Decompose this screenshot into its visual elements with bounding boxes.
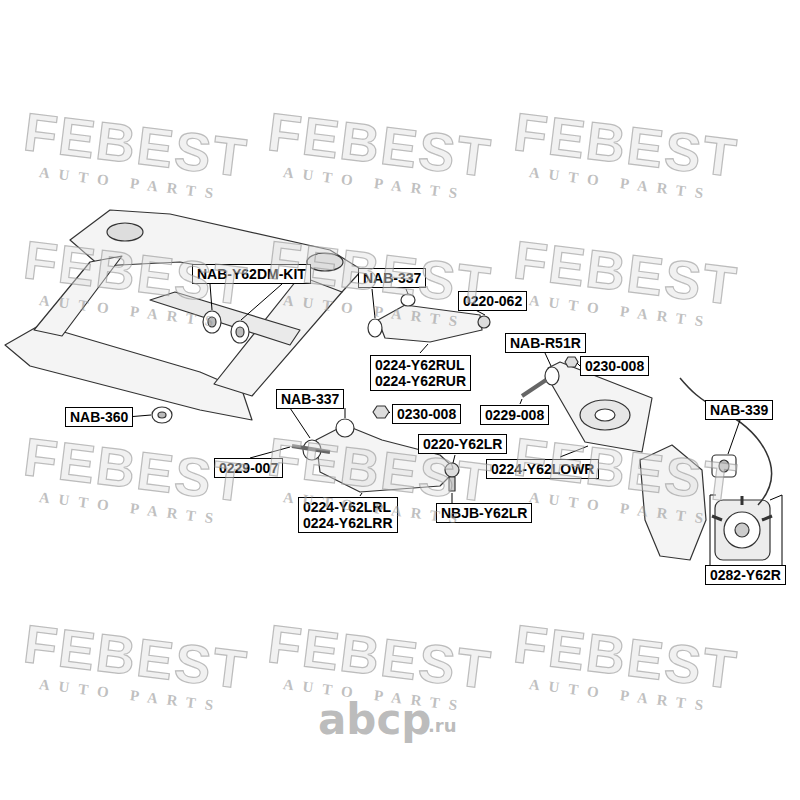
- part-number: 0224-Y62LOWR: [491, 461, 594, 477]
- watermark-subtitle: AUTO PARTS: [528, 292, 713, 331]
- part-number-box: NAB-339: [705, 400, 773, 420]
- part-number: 0224-Y62LRR: [303, 515, 393, 531]
- part-number-box: 0224-Y62LOWR: [486, 459, 599, 479]
- part-number-box: 0229-008: [480, 405, 549, 425]
- watermark-subtitle: AUTO PARTS: [282, 292, 467, 331]
- watermark-subtitle: AUTO PARTS: [38, 292, 223, 331]
- part-number-box: 0230-008: [580, 356, 649, 376]
- part-number-box: 0220-062: [458, 291, 527, 311]
- part-number-box: 0282-Y62R: [705, 565, 786, 585]
- part-number-box: 0230-008: [392, 404, 461, 424]
- watermark-logo: FEBEST: [20, 612, 251, 701]
- part-number-box: 0220-Y62LR: [418, 434, 507, 454]
- part-number: NAB-339: [710, 402, 768, 418]
- part-number: NAB-Y62DM-KIT: [197, 266, 306, 282]
- watermark-subtitle: AUTO PARTS: [528, 676, 713, 715]
- part-number-box: 0224-Y62RUL0224-Y62RUR: [370, 355, 471, 391]
- part-number: 0224-Y62RUR: [375, 373, 466, 389]
- part-number-box: 0224-Y62LRL0224-Y62LRR: [298, 497, 398, 533]
- part-number: 0224-Y62LRL: [303, 499, 393, 515]
- watermark-subtitle: AUTO PARTS: [282, 676, 467, 715]
- part-number: 0282-Y62R: [710, 567, 781, 583]
- watermark-logo: FEBEST: [510, 612, 741, 701]
- part-number-box: 0229-007: [214, 458, 283, 478]
- part-number: NAB-337: [363, 270, 421, 286]
- watermark-subtitle: AUTO PARTS: [528, 489, 713, 528]
- part-number-box: NBJB-Y62LR: [436, 503, 532, 523]
- part-number-box: NAB-360: [65, 407, 133, 427]
- part-number: NAB-337: [281, 391, 339, 407]
- watermark-logo: FEBEST: [264, 612, 495, 701]
- watermark-subtitle: AUTO PARTS: [38, 676, 223, 715]
- watermark-subtitle: AUTO PARTS: [528, 164, 713, 203]
- part-number-box: NAB-337: [276, 389, 344, 409]
- part-number: 0224-Y62RUL: [375, 357, 466, 373]
- part-number-box: NAB-Y62DM-KIT: [192, 264, 311, 284]
- watermark-subtitle: AUTO PARTS: [282, 164, 467, 203]
- watermark-logo: FEBEST: [510, 228, 741, 317]
- part-number: 0220-Y62LR: [423, 436, 502, 452]
- watermark-site: .ru: [428, 715, 457, 736]
- part-number: NAB-R51R: [510, 335, 581, 351]
- watermark-logo: FEBEST: [20, 100, 251, 189]
- part-number: NAB-360: [70, 409, 128, 425]
- watermark-logo: FEBEST: [264, 100, 495, 189]
- part-number: 0230-008: [397, 406, 456, 422]
- part-number: NBJB-Y62LR: [441, 505, 527, 521]
- part-number: 0220-062: [463, 293, 522, 309]
- part-number: 0229-008: [485, 407, 544, 423]
- watermark-subtitle: AUTO PARTS: [38, 489, 223, 528]
- watermark-subtitle: AUTO PARTS: [38, 164, 223, 203]
- watermark-logo: FEBEST: [510, 100, 741, 189]
- part-number: 0230-008: [585, 358, 644, 374]
- part-number: 0229-007: [219, 460, 278, 476]
- part-number-box: NAB-R51R: [505, 333, 586, 353]
- watermark-site: abcp: [318, 695, 431, 744]
- part-number-box: NAB-337: [358, 268, 426, 288]
